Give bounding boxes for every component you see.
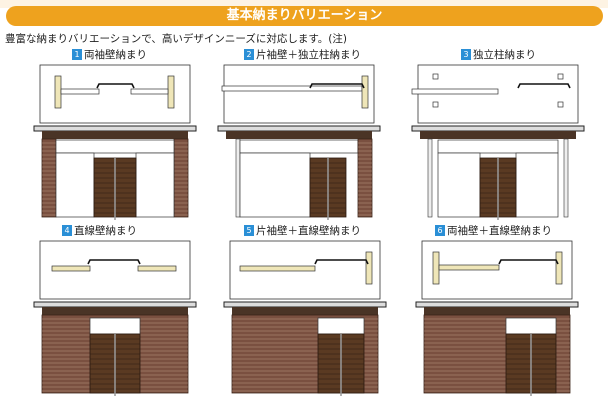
plan-roof-outline	[314, 259, 369, 265]
white-wall	[505, 317, 557, 335]
plan-wall	[60, 88, 100, 95]
plan-post	[432, 73, 439, 80]
plan-wall	[239, 265, 316, 272]
plan-wall	[432, 251, 440, 285]
white-wall	[515, 152, 559, 218]
number-badge: 1	[72, 49, 82, 60]
plan-wall	[167, 75, 175, 109]
variation-illustration-5	[223, 240, 387, 396]
variation-illustration-3	[411, 64, 585, 220]
white-wall	[239, 139, 359, 154]
plan-wall	[555, 251, 563, 285]
number-badge: 2	[244, 49, 254, 60]
white-wall	[135, 152, 175, 218]
top-band	[0, 0, 608, 8]
brick-wall	[357, 138, 373, 218]
number-badge: 6	[435, 225, 445, 236]
number-badge: 5	[244, 225, 254, 236]
roof-soffit	[226, 131, 372, 139]
caption-label: 片袖壁＋独立柱納まり	[256, 49, 361, 61]
caption-label: 両袖壁納まり	[84, 49, 147, 61]
plan-box	[223, 64, 375, 124]
section-banner: 基本納まりバリエーション	[6, 6, 603, 26]
caption-label: 直線壁納まり	[74, 225, 137, 237]
variation-illustration-1	[33, 64, 197, 220]
plan-roof-outline	[517, 83, 571, 89]
plan-post	[432, 101, 439, 108]
caption-label: 独立柱納まり	[473, 49, 536, 61]
plan-wall	[137, 265, 177, 272]
plan-wall	[221, 85, 363, 92]
roof-edge	[33, 125, 197, 132]
plan-roof-outline	[498, 259, 559, 265]
number-badge: 3	[461, 49, 471, 60]
plan-wall	[51, 265, 91, 272]
caption-label: 両袖壁＋直線壁納まり	[447, 225, 552, 237]
roof-edge	[217, 125, 381, 132]
plan-roof-outline	[309, 83, 365, 89]
plan-wall	[411, 88, 499, 95]
pillar	[427, 138, 433, 218]
white-wall	[317, 317, 365, 335]
plan-wall	[130, 88, 169, 95]
intro-text: 豊富な納まりバリエーションで、高いデザインニーズに対応します。(注)	[5, 33, 347, 45]
plan-roof-outline	[96, 83, 135, 89]
variation-illustration-6	[415, 240, 579, 396]
pillar	[563, 138, 569, 218]
plan-wall	[54, 75, 62, 109]
white-wall	[437, 152, 481, 218]
variation-illustration-4	[33, 240, 197, 396]
white-wall	[55, 139, 175, 154]
brick-wall	[173, 138, 189, 218]
roof-soffit	[420, 131, 576, 139]
roof-soffit	[232, 307, 378, 315]
plan-wall	[361, 75, 369, 109]
white-wall	[437, 139, 559, 154]
roof-edge	[223, 301, 387, 308]
roof-edge	[33, 301, 197, 308]
caption-label: 片袖壁＋直線壁納まり	[256, 225, 361, 237]
roof-soffit	[42, 307, 188, 315]
variation-illustration-2	[217, 64, 381, 220]
plan-roof-outline	[87, 259, 141, 265]
plan-post	[557, 101, 564, 108]
white-wall	[239, 152, 311, 218]
white-wall	[89, 317, 141, 335]
brick-wall	[41, 138, 57, 218]
plan-wall	[365, 251, 373, 285]
plan-wall	[438, 264, 500, 271]
pillar	[235, 138, 241, 218]
plan-post	[557, 73, 564, 80]
roof-soffit	[424, 307, 570, 315]
white-wall	[55, 152, 95, 218]
roof-edge	[411, 125, 585, 132]
number-badge: 4	[62, 225, 72, 236]
roof-soffit	[42, 131, 188, 139]
roof-edge	[415, 301, 579, 308]
